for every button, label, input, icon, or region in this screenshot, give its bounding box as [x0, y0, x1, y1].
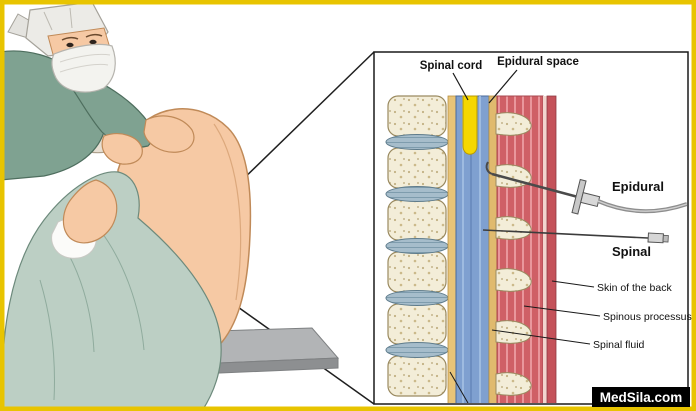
disc: [385, 342, 449, 358]
spinous-processes: [495, 112, 532, 396]
inset-anatomy: [385, 95, 687, 403]
spinal-needle-shaft: [482, 229, 649, 239]
epidural-space-strip-left: [447, 95, 457, 403]
spinous-process: [495, 268, 532, 292]
skin-of-the-back-label: Skin of the back: [597, 282, 672, 294]
watermark-text: MedSila.com: [600, 390, 683, 405]
spinous-processus-label: Spinous processus: [603, 311, 692, 323]
mask-pleats: [59, 53, 111, 73]
vertebra-body: [387, 95, 447, 137]
patient-arm: [62, 179, 118, 244]
epidural-space-strip-right: [488, 95, 498, 403]
spinous-process: [495, 320, 532, 344]
disc: [385, 290, 449, 306]
spinous-process: [495, 112, 532, 136]
epidural-catheter-highlight: [597, 200, 687, 212]
spinal-cord-leader: [452, 72, 469, 101]
doctor-figure: [0, 1, 195, 181]
vertebra-body: [387, 355, 447, 397]
doctor-eye-right: [89, 39, 97, 45]
vertebra-body: [387, 199, 447, 241]
doctor-hand-upper: [143, 115, 195, 153]
spinal-needle-hub: [647, 232, 664, 244]
epidural-needle-tip: [485, 161, 493, 175]
watermark: MedSila.com: [592, 387, 690, 407]
intervertebral-discs: [385, 134, 449, 358]
spinal-cord-strip: [462, 95, 478, 155]
spinal-cord-label: Spinal cord: [420, 60, 483, 72]
epidural-space-label: Epidural space: [497, 56, 579, 68]
vertebra-body: [387, 251, 447, 293]
spinous-processus-leader: [523, 305, 601, 317]
epidural-needle: [485, 161, 687, 215]
epidural-needle-label: Epidural: [612, 179, 664, 194]
fascia-layer: [543, 96, 547, 403]
spinous-process: [495, 372, 532, 396]
disc: [385, 238, 449, 254]
disc: [385, 186, 449, 202]
vertebra-leader-line: [449, 371, 469, 403]
cap-creases: [43, 7, 73, 31]
back-muscle: [496, 95, 544, 403]
skin-leader: [551, 280, 595, 288]
spinal-needle-label: Spinal: [612, 244, 651, 259]
skin-layer: [546, 95, 557, 403]
epidural-needle-shaft: [491, 172, 579, 199]
vertebra-body: [387, 147, 447, 189]
doctor-hand-lower: [101, 133, 143, 165]
spinal-needle: [482, 229, 669, 244]
vertebra-body: [387, 303, 447, 345]
spinal-fluid-leader: [491, 329, 591, 345]
patient-back-shading: [213, 123, 242, 301]
inset-labels: Spinal cord Epidural space Epidural Spin…: [420, 56, 692, 351]
vertebral-bodies: [387, 95, 447, 397]
spinal-fluid-label: Spinal fluid: [593, 339, 645, 351]
doctor-mask: [51, 43, 116, 93]
spinal-needle-knob: [662, 234, 669, 243]
doctor-eye-left: [66, 42, 74, 48]
disc: [385, 134, 449, 150]
watermark-bar: [592, 387, 690, 407]
doctor-eyebrows: [61, 33, 103, 41]
epidural-space-leader: [488, 69, 518, 104]
spinous-process: [495, 216, 532, 240]
